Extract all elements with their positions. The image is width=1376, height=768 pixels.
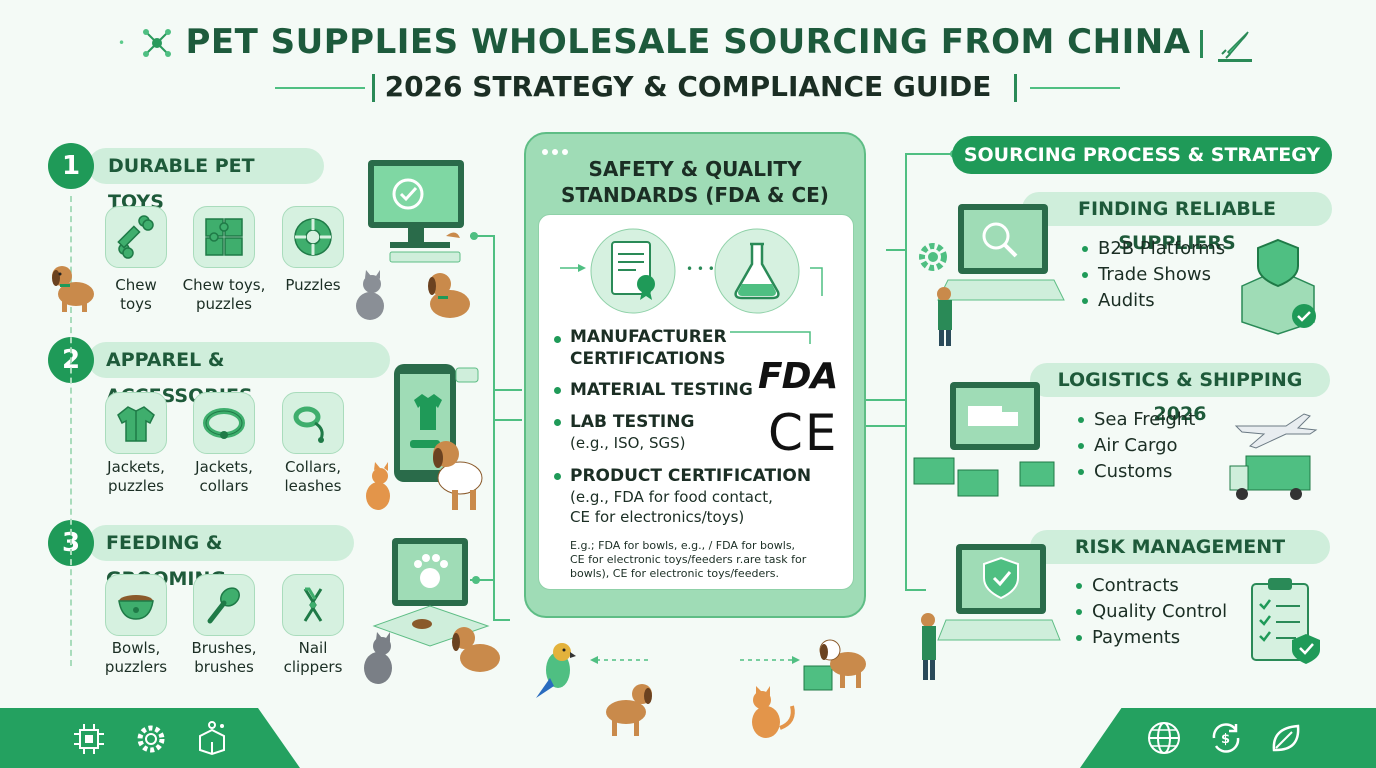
footer-band-right [1080, 708, 1376, 768]
bullet-product-certification: PRODUCT CERTIFICATION (e.g., FDA for foo… [570, 466, 812, 526]
bullet-material-testing: MATERIAL TESTING [570, 380, 753, 400]
item-2-3-caption: Collars,leashes [284, 458, 342, 495]
logistics-list: Sea Freight Air Cargo Customs [1078, 407, 1195, 485]
bowl-icon [105, 574, 167, 636]
page-title: PET SUPPLIES WHOLESALE SOURCING FROM CHI… [185, 22, 1191, 62]
left-dashed-guide [70, 196, 72, 666]
category-3-pill: FEEDING & GROOMING [88, 525, 354, 590]
item-2-1-caption: Jackets,puzzles [107, 458, 165, 495]
dollar-cycle-icon: $ [1208, 720, 1244, 760]
risk-pill: RISK MANAGEMENT [1030, 530, 1330, 564]
category-1-pill: DURABLE PET TOYS [88, 148, 324, 213]
item-2-2-caption: Jackets,collars [195, 458, 253, 495]
cat-dog-illustration-1 [346, 262, 486, 330]
certificate-icon [590, 228, 676, 318]
shield-box-icon [1232, 236, 1324, 340]
sourcing-process-header: SOURCING PROCESS & STRATEGY [952, 136, 1332, 174]
left-connectors [470, 232, 522, 621]
category-1-title: DURABLE PET TOYS [108, 155, 255, 213]
collar-icon [193, 392, 255, 454]
cat-dog-illustration-3 [352, 612, 512, 696]
clipper-icon [282, 574, 344, 636]
category-2-pill: APPAREL & ACCESSORIES [88, 342, 390, 407]
subtitle-rule-right [1030, 87, 1120, 89]
fine-print: E.g.; FDA for bowls, e.g., / FDA for bow… [570, 539, 807, 580]
chip-icon [72, 722, 106, 760]
gear-icon [916, 240, 950, 278]
brush-icon [193, 574, 255, 636]
standards-content [538, 214, 854, 590]
fda-logo: FDA [758, 356, 838, 397]
ce-logo: CE [768, 404, 839, 462]
subtitle-rule-left [275, 87, 365, 89]
puzzle-icon [193, 206, 255, 268]
security-laptop-illustration [914, 540, 1064, 694]
item-1-2-caption: Chew toys,puzzles [182, 276, 266, 313]
bottom-dashed-arrows [590, 656, 800, 664]
monitor-illustration [360, 152, 480, 296]
item-1-3-caption: Puzzles [285, 276, 341, 294]
leaf-icon [1268, 720, 1304, 760]
header-dots-left: • [118, 36, 130, 50]
bullet-dot-4 [554, 473, 561, 480]
svg-text:$: $ [1221, 732, 1230, 747]
footer-band-left [0, 708, 300, 768]
dog-box-illustration [800, 630, 872, 700]
dog-illustration-1 [44, 256, 104, 320]
bullet-dot-1 [554, 336, 561, 343]
bullet-dot-2 [554, 387, 561, 394]
item-3-2-caption: Brushes,brushes [191, 639, 257, 676]
bone-icon [105, 206, 167, 268]
center-arrows [560, 264, 823, 344]
flask-icon [714, 228, 800, 318]
parrot-illustration [528, 638, 588, 706]
subtitle-bar-right [1014, 74, 1017, 102]
cat-dog-illustration-2 [356, 432, 496, 520]
puzzle-ball-icon [282, 206, 344, 268]
clipboard-checklist-icon [1248, 576, 1328, 670]
title-divider-right [1200, 30, 1203, 58]
logistics-pill: LOGISTICS & SHIPPING 2026 [1030, 363, 1330, 425]
ellipsis-dots: • • • [686, 262, 715, 276]
leash-icon [282, 392, 344, 454]
bullet-dot-3 [554, 419, 561, 426]
box-network-icon [194, 720, 230, 760]
cat-illustration-center [738, 682, 802, 746]
bullet-manufacturer: MANUFACTURER CERTIFICATIONS [570, 327, 727, 369]
laptop-search-illustration [930, 200, 1070, 354]
globe-icon [1146, 720, 1182, 760]
page-subtitle: 2026 STRATEGY & COMPLIANCE GUIDE [384, 70, 992, 103]
rocket-icon [1218, 28, 1252, 66]
panel-window-dots [540, 142, 580, 161]
jacket-icon [105, 392, 167, 454]
bullet-lab-testing: LAB TESTING (e.g., ISO, SGS) [570, 412, 695, 452]
item-3-1-caption: Bowls,puzzlers [104, 639, 168, 676]
dog-illustration-center [590, 680, 660, 744]
header-network-icon [140, 26, 174, 64]
standards-title: SAFETY & QUALITY STANDARDS (FDA & CE) [561, 157, 829, 207]
suppliers-pill: FINDING RELIABLE SUPPLIERS [1022, 192, 1332, 254]
subtitle-bar-left [372, 74, 375, 102]
settings-gear-icon [134, 722, 168, 760]
plane-truck-icon [1226, 404, 1322, 508]
paw-kiosk-illustration [366, 530, 496, 664]
risk-list: Contracts Quality Control Payments [1076, 573, 1227, 651]
category-1-number: 1 [48, 143, 94, 189]
suppliers-list: B2B Platforms Trade Shows Audits [1082, 236, 1225, 314]
shipping-monitor-illustration [910, 378, 1060, 512]
